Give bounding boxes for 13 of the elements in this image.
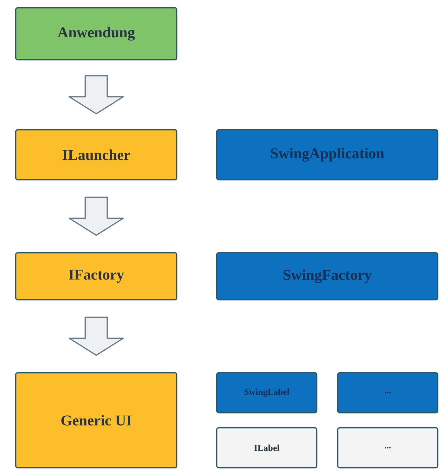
interface-box: IFactory (15, 252, 178, 301)
implementation-box: ... (337, 372, 439, 414)
implementation-box: SwingFactory (216, 252, 439, 301)
block-arrow (68, 316, 124, 356)
block-arrow (68, 196, 124, 236)
implementation-box: SwingLabel (216, 372, 318, 414)
interface-box: ... (337, 427, 439, 469)
component-box: Anwendung (15, 7, 178, 61)
interface-box: ILabel (216, 427, 318, 469)
interface-box: Generic UI (15, 372, 178, 469)
block-arrow (68, 75, 124, 115)
implementation-box: SwingApplication (216, 129, 439, 181)
interface-box: ILauncher (15, 129, 178, 181)
